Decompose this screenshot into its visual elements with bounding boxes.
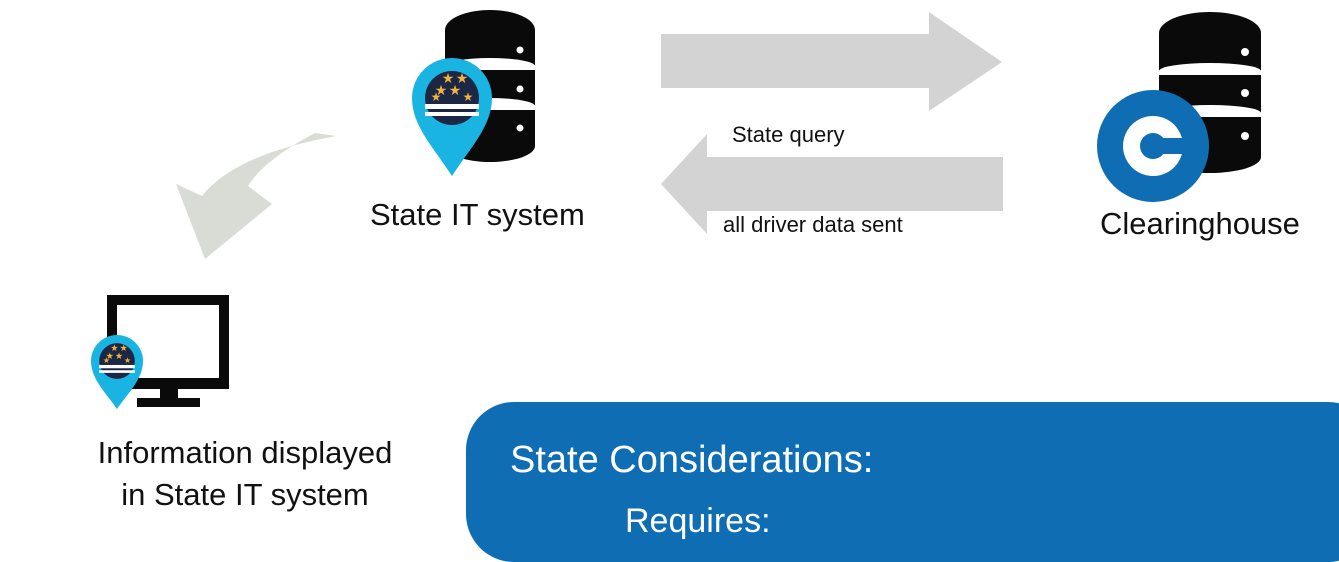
state-considerations-box: State Considerations: Requires: [466,402,1339,562]
curved-arrow [176,133,336,259]
driver-data-sent-label: all driver data sent [723,212,903,237]
response-arrow [661,134,1003,234]
state-considerations-title: State Considerations: [510,439,874,481]
state-it-system-label: State IT system [370,197,585,232]
query-arrow [661,12,1002,111]
information-displayed-label: Information displayed in State IT system [97,435,393,512]
state-query-label: State query [732,122,845,147]
clearinghouse-c-logo-icon [1097,90,1209,202]
display-location-pin-icon [91,335,143,409]
diagram-canvas: ★ ★ ★ ★ ★ ★ [91,10,1261,409]
clearinghouse-label: Clearinghouse [1100,206,1300,241]
location-pin-icon [412,58,492,176]
requires-label: Requires: [625,502,771,540]
